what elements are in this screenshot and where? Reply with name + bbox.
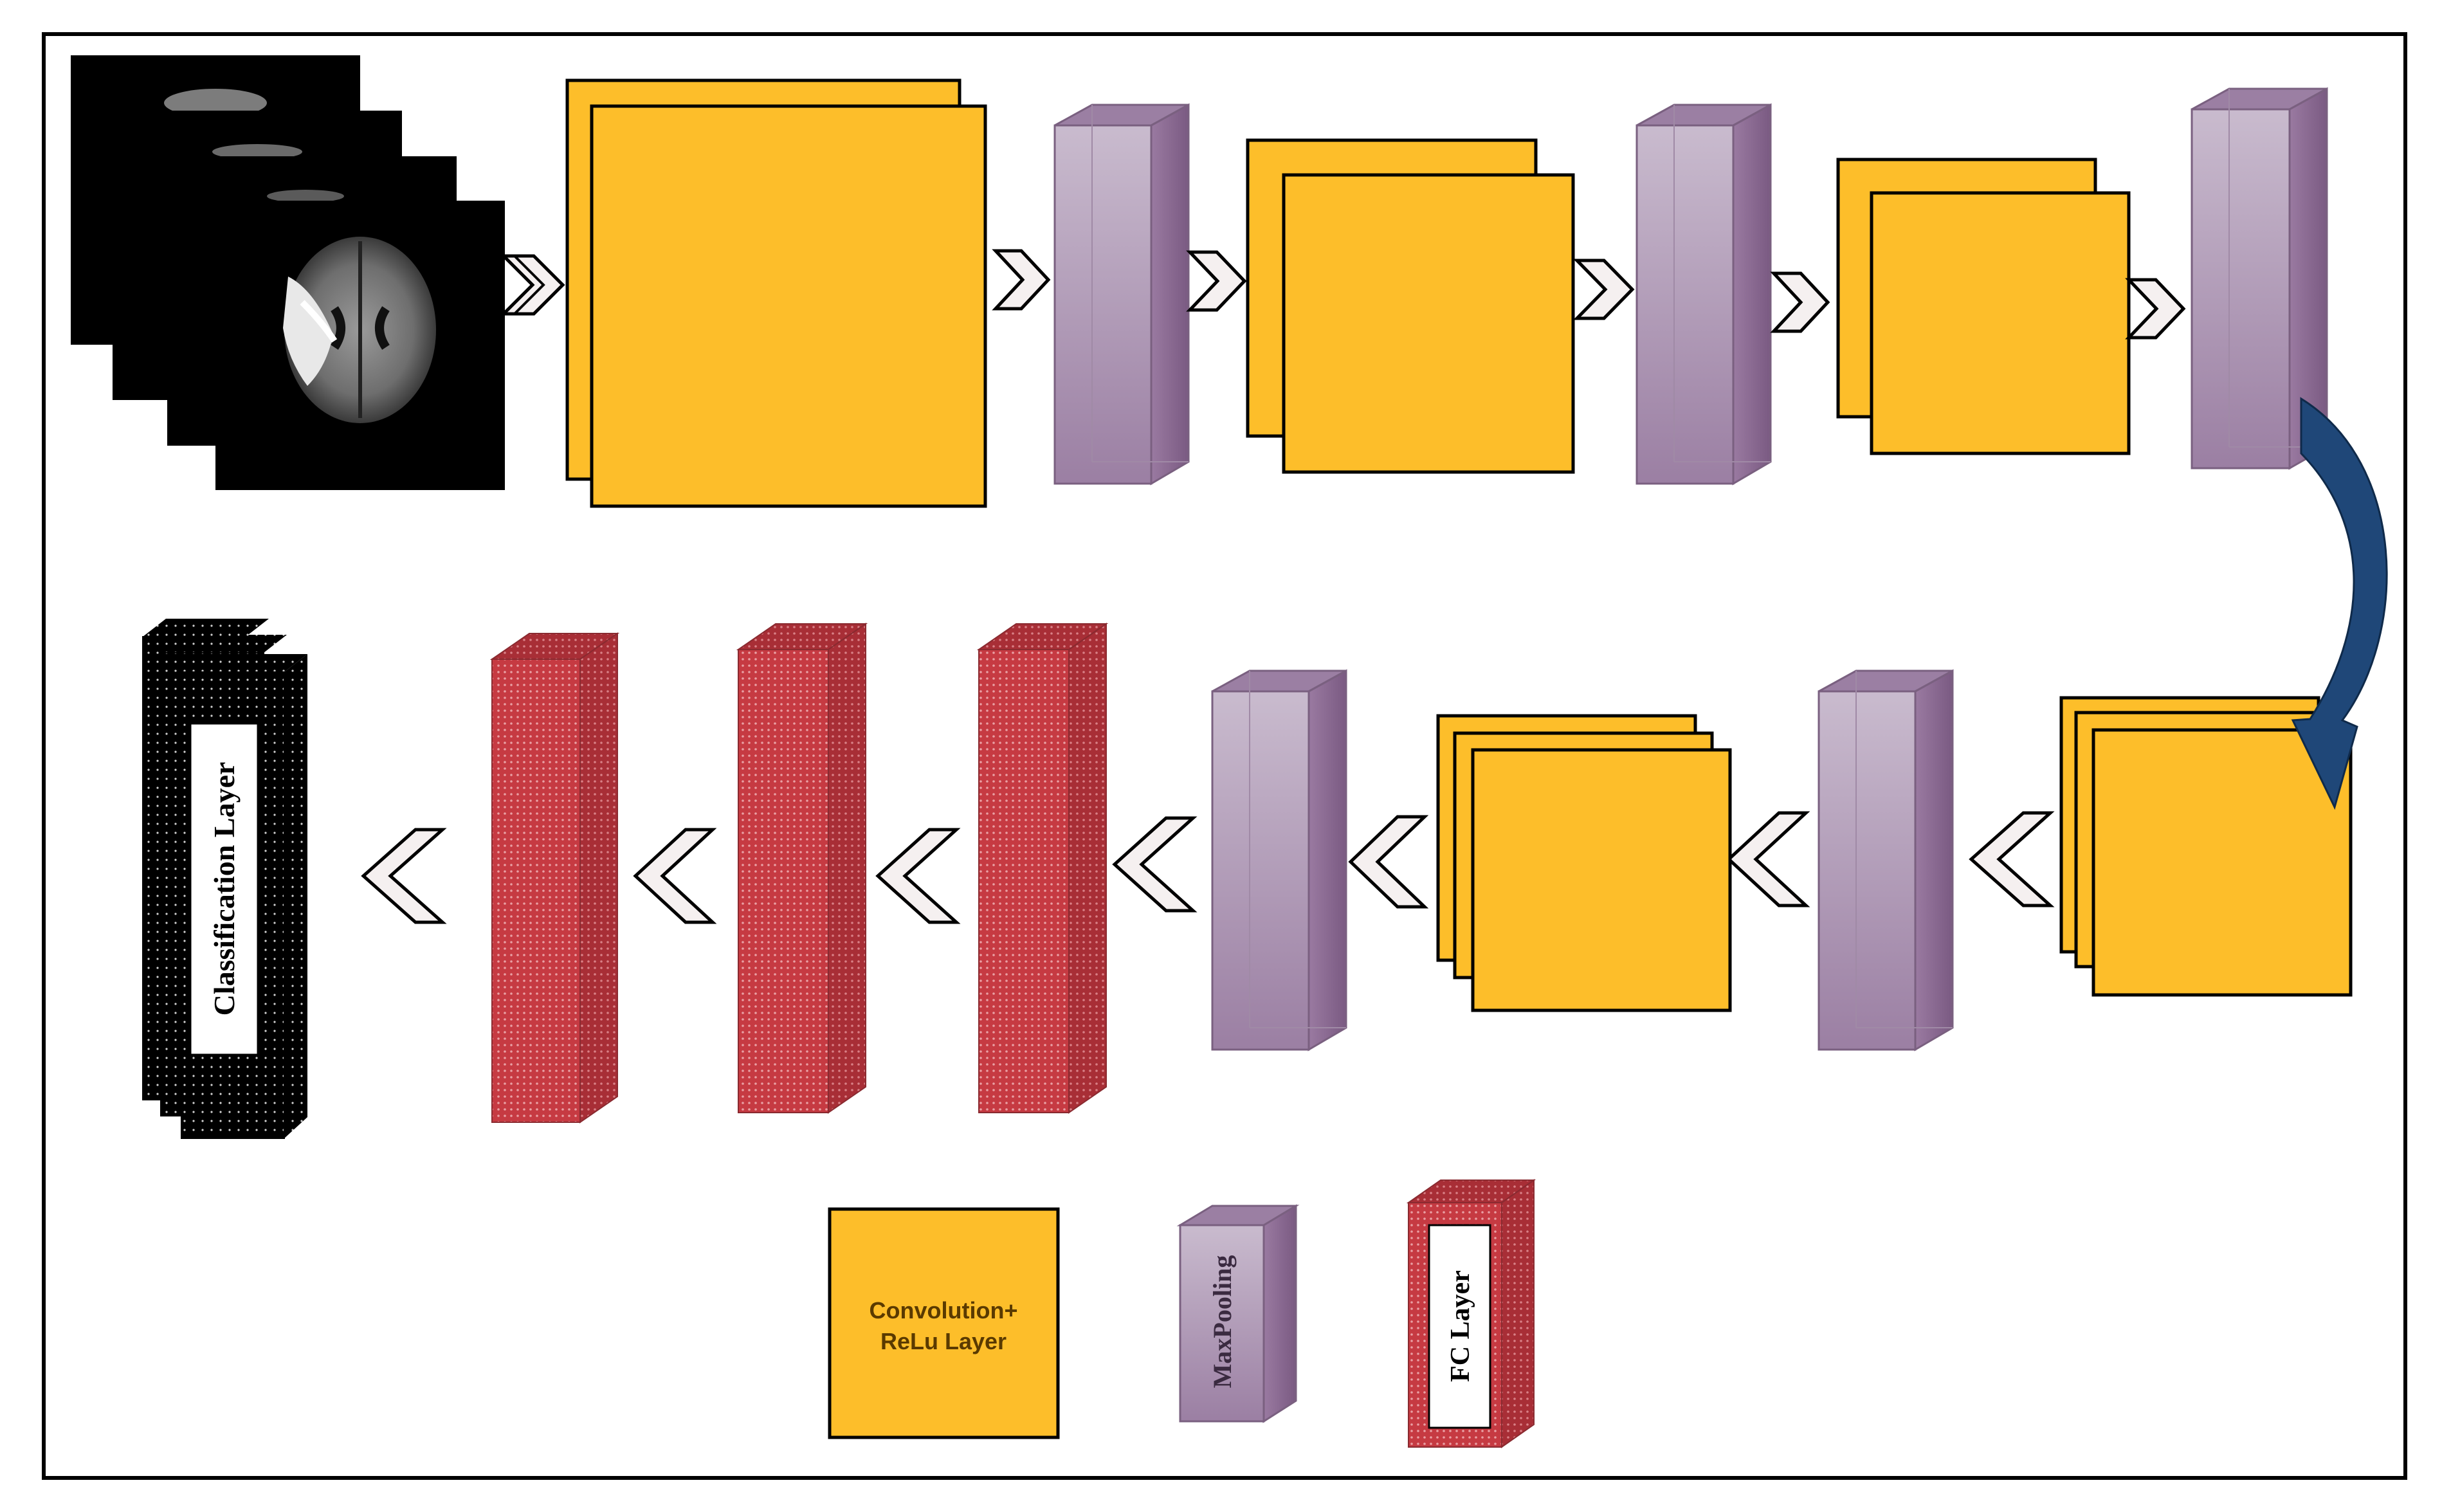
fc-block-1	[976, 623, 1109, 1114]
chevron-right-icon	[1770, 271, 1830, 333]
chevron-right-icon	[1573, 259, 1635, 320]
legend-fc-layer: FC Layer	[1406, 1179, 1536, 1448]
chevron-left-icon	[633, 828, 717, 924]
chevron-left-icon	[875, 828, 961, 924]
conv-relu-block-1	[565, 78, 987, 508]
legend-fc-label: FC Layer	[1446, 1270, 1475, 1382]
chevron-left-icon	[1348, 815, 1429, 909]
legend-conv-label-line1: Convolution+	[870, 1297, 1018, 1324]
maxpool-block-3	[2191, 87, 2328, 470]
legend: Convolution+ ReLu Layer MaxPooling FC La…	[828, 1179, 1536, 1448]
chevron-left-icon	[1112, 816, 1198, 913]
chevron-right-icon	[1186, 250, 1247, 312]
classification-label-box	[189, 722, 259, 1056]
chevron-left-icon	[1969, 811, 2055, 907]
legend-maxpool-label: MaxPooling	[1208, 1255, 1237, 1389]
conv-relu-block-4	[2059, 696, 2353, 997]
conv-relu-block-5	[1436, 714, 1732, 1012]
legend-conv-label-line2: ReLu Layer	[880, 1328, 1007, 1354]
conv-relu-block-3	[1836, 158, 2131, 455]
chevron-left-icon	[361, 828, 447, 924]
maxpool-block-2	[1636, 103, 1772, 486]
mri-input-stack	[71, 55, 505, 490]
legend-conv-relu: Convolution+ ReLu Layer	[828, 1207, 1060, 1439]
chevron-left-icon	[1726, 811, 1810, 907]
chevron-right-icon	[992, 249, 1051, 311]
fc-block-2	[736, 623, 868, 1114]
chevron-right-icon	[2125, 278, 2186, 340]
fc-block-3	[489, 632, 620, 1124]
brain-mri-icon	[283, 237, 436, 423]
classification-block: Classification Layer	[142, 619, 307, 1139]
maxpool-block-4	[1818, 669, 1954, 1052]
chevron-right-icon	[499, 254, 565, 316]
maxpool-block-1	[1053, 103, 1190, 486]
conv-relu-block-2	[1246, 138, 1575, 474]
curved-arrow-icon	[2291, 397, 2388, 810]
classification-label: Classification Layer	[208, 762, 241, 1016]
legend-maxpooling: MaxPooling	[1176, 1204, 1300, 1423]
maxpool-block-5	[1211, 669, 1347, 1052]
